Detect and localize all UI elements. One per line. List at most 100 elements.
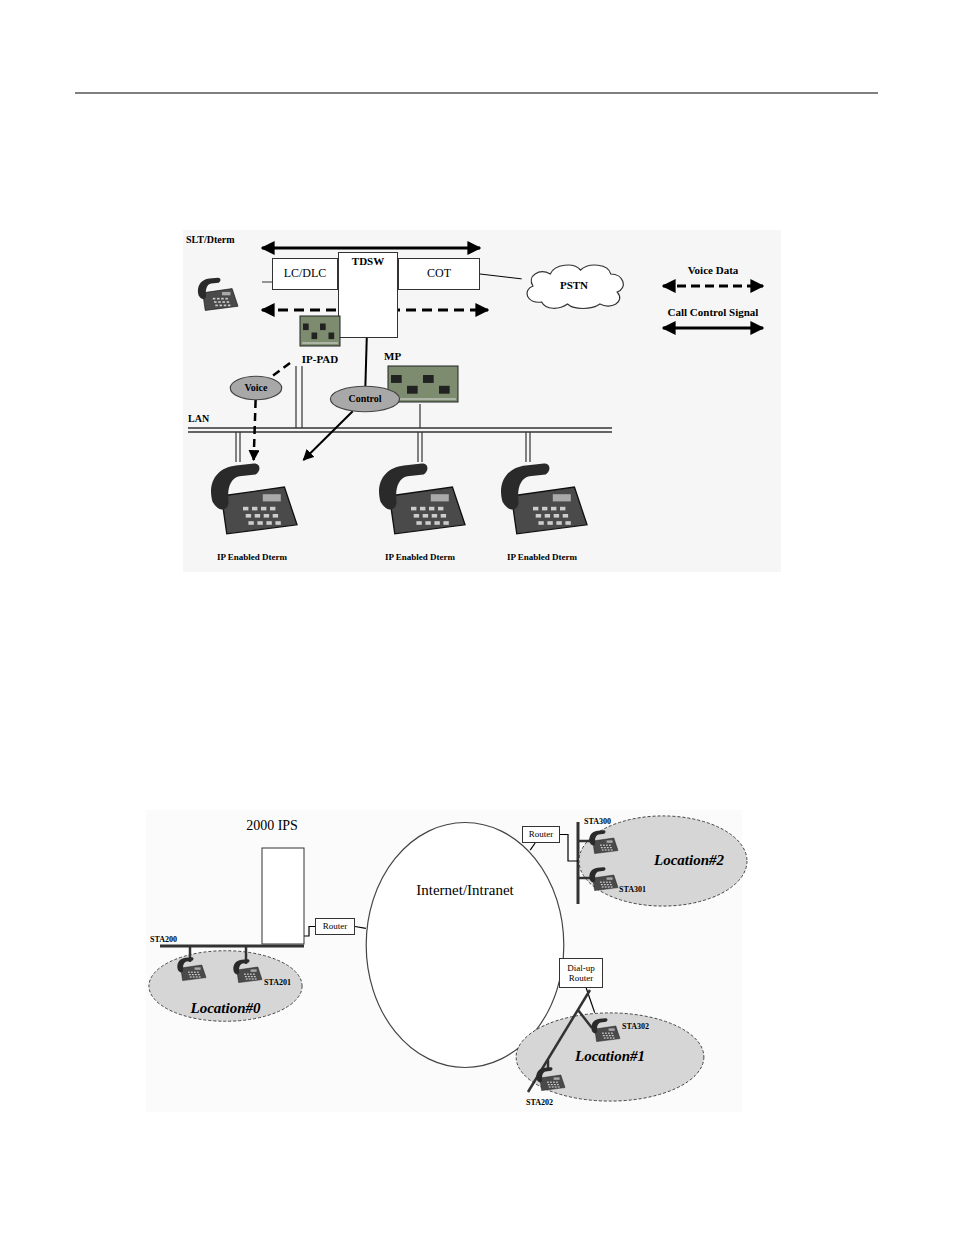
node-label: Location#0	[191, 1000, 261, 1017]
node-label: PSTN	[560, 279, 588, 292]
lan-drop	[301, 366, 302, 428]
phone-body	[593, 875, 618, 891]
phone-icon	[501, 464, 587, 534]
card-chip	[407, 386, 418, 394]
phone-key	[609, 1035, 611, 1036]
legend-text: Call Control Signal	[668, 306, 759, 319]
ip-pad-card: IP-PAD	[290, 316, 350, 366]
network-link	[559, 968, 563, 969]
line-card-box: LC/DLC	[272, 258, 338, 290]
phone-key	[191, 972, 193, 973]
phone-key	[423, 514, 428, 518]
phone-icon	[233, 959, 262, 982]
node-label: LC/DLC	[284, 267, 327, 281]
phone-key	[425, 521, 430, 525]
node-label: IP Enabled Dterm	[217, 552, 287, 562]
card-chip	[312, 333, 318, 340]
phone-icon	[591, 1018, 620, 1041]
diagram-ground	[183, 230, 781, 572]
phone-key	[610, 847, 612, 848]
phone-key	[607, 1037, 609, 1038]
station-label: STA202	[526, 1099, 553, 1108]
card-edge	[302, 343, 338, 344]
phone-key	[441, 514, 446, 518]
phone-key	[244, 974, 246, 975]
phone-key	[551, 1084, 553, 1085]
phone-key	[270, 507, 275, 511]
phone-handset	[379, 464, 427, 510]
phone-body	[540, 1075, 565, 1091]
node-label: TDSW	[352, 255, 384, 268]
oval-outline	[579, 816, 747, 906]
lan-bus	[245, 946, 248, 964]
card-chip	[320, 324, 326, 331]
phone-key	[558, 1086, 560, 1087]
signal-oval: Voice	[230, 376, 282, 400]
phone-key	[563, 514, 568, 518]
lan-drop	[417, 432, 418, 462]
phone-body	[389, 487, 465, 534]
phone-key	[217, 298, 220, 300]
phone-key	[608, 886, 610, 887]
phone-key	[257, 521, 262, 525]
network-link	[355, 927, 366, 929]
router-box: Router	[522, 826, 560, 843]
phone-display	[222, 292, 230, 295]
phone-key	[549, 1086, 551, 1087]
card-chip	[439, 386, 450, 394]
node-label: Internet/Intranet	[416, 882, 513, 899]
ip-phone-shape	[486, 460, 598, 562]
network-link	[586, 988, 594, 1013]
phone-key	[609, 882, 611, 883]
phone-key	[605, 849, 607, 850]
card-chip	[329, 333, 335, 340]
phone-body	[181, 965, 206, 981]
phone-key	[255, 514, 260, 518]
phone-handset	[536, 1067, 552, 1082]
phone-key	[601, 884, 603, 885]
phone-handset	[198, 278, 221, 299]
diagram-ground	[146, 810, 742, 1112]
phone-station-shape	[186, 234, 262, 314]
legend-text: Voice Data	[688, 264, 739, 277]
voice-path	[270, 363, 290, 378]
phone-key	[607, 847, 609, 848]
trunk-box: COT	[398, 258, 480, 290]
phone-key	[249, 978, 251, 979]
phone-body	[237, 967, 262, 983]
phone-station: SLT/Dterm	[186, 234, 262, 314]
phone-key	[220, 305, 223, 307]
phone-key	[254, 976, 256, 977]
node-label: Voice	[245, 382, 268, 394]
network-link	[530, 843, 535, 850]
phone-key	[600, 882, 602, 883]
location-zone-shape	[148, 950, 303, 1022]
phone-key	[438, 507, 443, 511]
phone-key	[547, 521, 552, 525]
phone-display	[607, 877, 613, 879]
phone-key	[245, 976, 247, 977]
phone-handset	[591, 1018, 607, 1033]
phone-key	[248, 976, 250, 977]
lan-drop	[421, 432, 422, 462]
phone-icon	[198, 278, 238, 311]
phone-key	[193, 976, 195, 977]
lan-drop	[235, 432, 236, 462]
signal-oval-shape	[330, 386, 400, 412]
lan-line	[188, 431, 612, 432]
legend-line	[663, 326, 763, 329]
phone-key	[554, 514, 559, 518]
location-zone: Location#1	[515, 1012, 705, 1102]
circuit-card	[300, 316, 340, 346]
phone-handset	[211, 464, 259, 510]
phone-key	[275, 521, 280, 525]
phone-key	[420, 507, 425, 511]
node-label: IP-PAD	[302, 353, 338, 366]
card-edge	[390, 399, 456, 400]
phone-key	[192, 974, 194, 975]
voice-data-arrow	[262, 309, 488, 312]
phone-key	[609, 845, 611, 846]
location-zone: Location#2	[578, 815, 748, 907]
phone-handset	[589, 830, 605, 845]
node-label: Router	[323, 921, 348, 931]
